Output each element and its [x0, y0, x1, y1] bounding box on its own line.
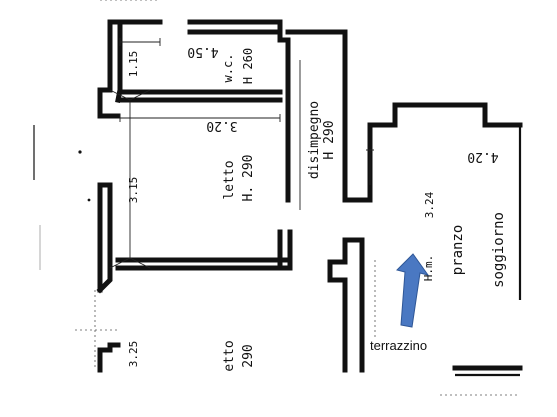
dashed-guides [75, 0, 520, 396]
wc-h-label: H 260 [241, 48, 255, 84]
wc-name-label: w.c. [221, 54, 235, 83]
letto1-name-label: letto [222, 160, 237, 199]
arrow-icon [396, 253, 430, 328]
wc-width-label: 4.50 [187, 44, 218, 59]
letto1-width-label: 3.20 [206, 118, 237, 133]
pranzo-name-label: pranzo [450, 225, 466, 276]
letto1-height-dim-label: 3.15 [127, 177, 140, 204]
terrazzino-label: terrazzino [370, 338, 427, 353]
wc-height-dim-label: 1.15 [127, 51, 140, 78]
soggiorno-name-label: soggiorno [491, 212, 507, 288]
margin-marks [33, 125, 91, 270]
letto1-h-label: H. 290 [241, 155, 256, 202]
letto2-height-dim-label: 3.25 [127, 341, 140, 368]
disimpegno-h-label: H 290 [322, 120, 337, 159]
hm-label: H.m. [422, 255, 435, 282]
walls [96, 19, 523, 377]
room-labels: 4.50 1.15 w.c. H 260 3.20 3.15 letto H. … [127, 44, 507, 372]
disimpegno-name-label: disimpegno [307, 101, 322, 179]
soggiorno-depth-label: 3.24 [423, 191, 436, 218]
letto2-name-label: etto [222, 340, 237, 371]
soggiorno-width-label: 4.20 [467, 149, 498, 164]
letto2-h-label: 290 [241, 344, 256, 367]
dimension-lines [109, 38, 374, 269]
